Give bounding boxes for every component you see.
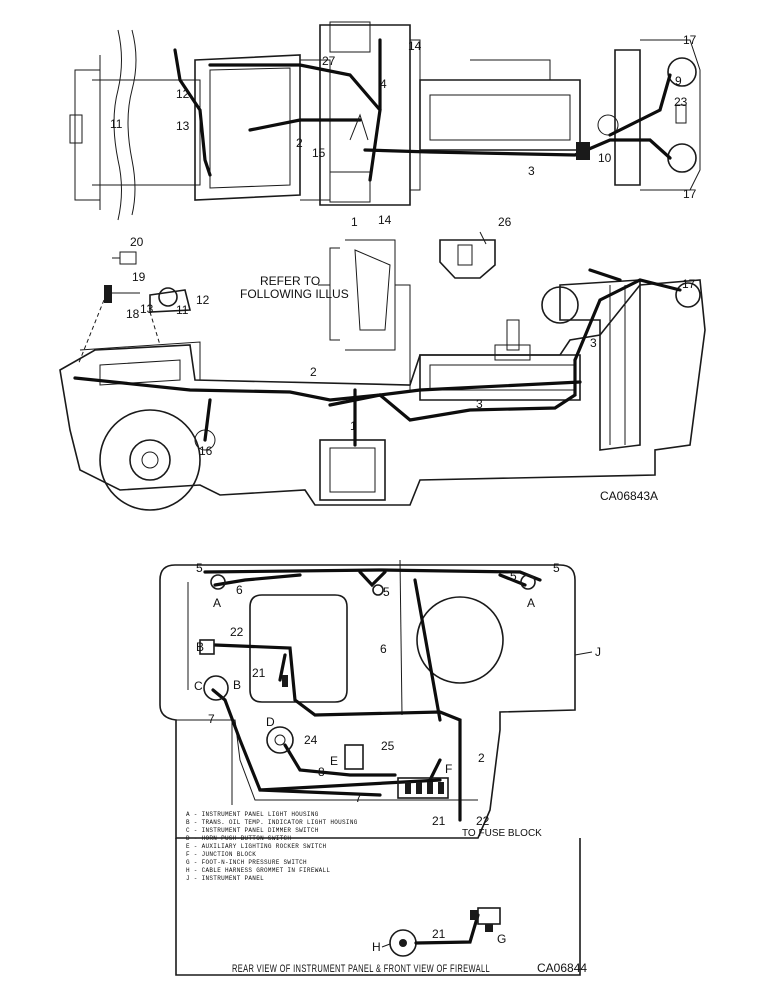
housing-a-right bbox=[520, 574, 536, 590]
label-g: G bbox=[497, 932, 506, 946]
label-7-bottom: 7 bbox=[355, 791, 362, 805]
label-13-top: 13 bbox=[176, 119, 190, 133]
figure-caption: REAR VIEW OF INSTRUMENT PANEL & FRONT VI… bbox=[232, 963, 490, 975]
label-14-top: 14 bbox=[408, 39, 422, 53]
legend-j: J - INSTRUMENT PANEL bbox=[186, 875, 264, 882]
label-25: 25 bbox=[381, 739, 395, 753]
label-12-top: 12 bbox=[176, 87, 190, 101]
panel-labels: 5 5 5 6 A A 5 6 22 B 21 B C 7 D 24 8 25 … bbox=[194, 561, 601, 839]
label-17-bottom: 17 bbox=[683, 187, 697, 201]
legend-e: E - AUXILIARY LIGHTING ROCKER SWITCH bbox=[186, 843, 327, 850]
label-8: 8 bbox=[318, 765, 325, 779]
label-26: 26 bbox=[498, 215, 512, 229]
label-19: 19 bbox=[132, 270, 146, 284]
label-b-lower: B bbox=[233, 678, 241, 692]
instrument-panel-view bbox=[159, 559, 576, 839]
label-16: 16 bbox=[199, 444, 213, 458]
label-10: 10 bbox=[598, 151, 612, 165]
fuse-block-note: TO FUSE BLOCK bbox=[462, 828, 542, 839]
label-5-center: 5 bbox=[383, 585, 390, 599]
legend-f: F - JUNCTION BLOCK bbox=[186, 851, 256, 858]
legend-h: H - CABLE HARNESS GROMMET IN FIREWALL bbox=[186, 867, 330, 874]
label-e: E bbox=[330, 754, 338, 768]
label-17-top: 17 bbox=[683, 33, 697, 47]
legend-d: D - HORN PUSH-BUTTON SWITCH bbox=[186, 835, 291, 842]
label-21-fuse: 21 bbox=[432, 814, 446, 828]
label-h: H bbox=[372, 940, 381, 954]
label-d: D bbox=[266, 715, 275, 729]
label-21-panel: 21 bbox=[252, 666, 266, 680]
label-j: J bbox=[595, 645, 601, 659]
label-6-center: 6 bbox=[380, 642, 387, 656]
label-11-side: 11 bbox=[176, 303, 189, 317]
label-a-right: A bbox=[527, 596, 535, 610]
label-a-left: A bbox=[213, 596, 221, 610]
label-5-right: 5 bbox=[553, 561, 560, 575]
label-20: 20 bbox=[130, 235, 144, 249]
label-2-panel: 2 bbox=[478, 751, 485, 765]
label-f: F bbox=[445, 762, 452, 776]
figure-code-2: CA06844 bbox=[537, 961, 587, 975]
label-1-side: 1 bbox=[350, 419, 357, 433]
label-11-top: 11 bbox=[110, 117, 123, 131]
tractor-top-view bbox=[69, 21, 701, 221]
label-3-top: 3 bbox=[528, 164, 535, 178]
label-4: 4 bbox=[380, 77, 387, 91]
label-7-left: 7 bbox=[208, 712, 215, 726]
firewall-bottom-view: 21 G H bbox=[175, 838, 581, 976]
label-b-upper: B bbox=[196, 640, 204, 654]
legend: A - INSTRUMENT PANEL LIGHT HOUSING B - T… bbox=[186, 811, 358, 882]
label-2-top: 2 bbox=[296, 136, 303, 150]
label-14-bottom: 14 bbox=[378, 213, 392, 227]
refer-text-line2: FOLLOWING ILLUS bbox=[240, 287, 349, 301]
side-view-labels: 20 19 18 13 11 12 26 17 3 2 3 16 1 REFER… bbox=[126, 215, 696, 503]
legend-c: C - INSTRUMENT PANEL DIMMER SWITCH bbox=[186, 827, 319, 834]
label-18: 18 bbox=[126, 307, 140, 321]
label-13-side: 13 bbox=[140, 302, 154, 316]
figure-code-1: CA06843A bbox=[600, 489, 658, 503]
refer-text-line1: REFER TO bbox=[260, 274, 320, 288]
tractor-side-view bbox=[59, 231, 706, 511]
legend-b: B - TRANS. OIL TEMP. INDICATOR LIGHT HOU… bbox=[186, 819, 358, 826]
legend-g: G - FOOT-N-INCH PRESSURE SWITCH bbox=[186, 859, 307, 866]
label-15: 15 bbox=[312, 146, 326, 160]
housing-a-left bbox=[210, 574, 226, 590]
label-c: C bbox=[194, 679, 203, 693]
label-12-side: 12 bbox=[196, 293, 210, 307]
label-21-bottom: 21 bbox=[432, 927, 446, 941]
label-22-fuse: 22 bbox=[476, 814, 490, 828]
label-17-side: 17 bbox=[682, 277, 696, 291]
label-3-side-lower: 3 bbox=[476, 397, 483, 411]
legend-a: A - INSTRUMENT PANEL LIGHT HOUSING bbox=[186, 811, 319, 818]
label-6-left: 6 bbox=[236, 583, 243, 597]
label-1-top: 1 bbox=[351, 215, 358, 229]
top-view-labels: 17 9 23 17 27 14 4 12 13 11 2 15 1 14 3 … bbox=[110, 33, 697, 229]
label-27: 27 bbox=[322, 54, 336, 68]
label-5-left: 5 bbox=[196, 561, 203, 575]
label-9: 9 bbox=[675, 74, 682, 88]
label-2-side: 2 bbox=[310, 365, 317, 379]
label-23: 23 bbox=[674, 95, 688, 109]
label-3-side-upper: 3 bbox=[590, 336, 597, 350]
label-5-upper-right: 5 bbox=[510, 569, 517, 583]
label-24: 24 bbox=[304, 733, 318, 747]
label-22-top: 22 bbox=[230, 625, 244, 639]
